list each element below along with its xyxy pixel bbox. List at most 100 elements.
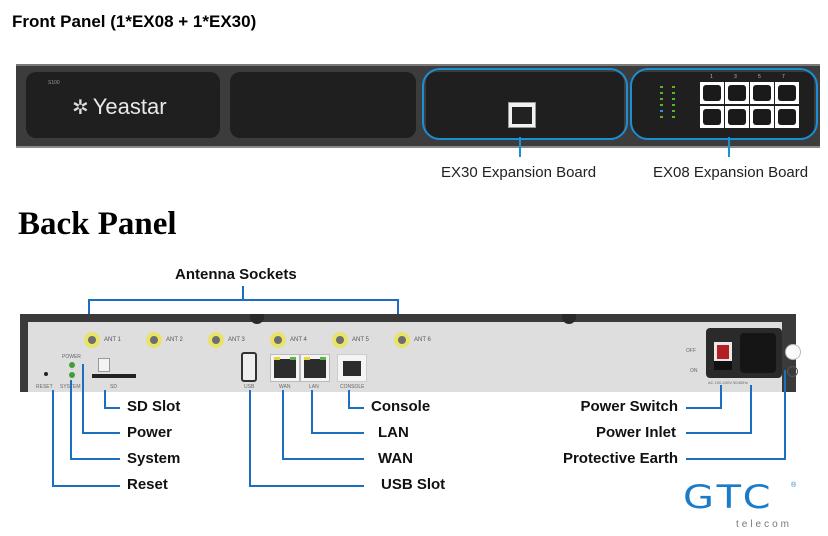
ex30-highlight — [422, 68, 628, 140]
power-silkscreen: POWER — [62, 354, 81, 360]
reset-callout-line — [52, 485, 120, 487]
registered-mark: ® — [791, 482, 797, 489]
antenna-stem-line — [242, 286, 244, 300]
power-led-label: Power — [127, 424, 173, 441]
front-bay-blank — [230, 72, 416, 138]
lan-callout-line — [311, 390, 313, 434]
port-number: 3 — [734, 74, 737, 80]
usb-callout-line — [249, 485, 364, 487]
power-switch-callout-line — [686, 407, 722, 409]
console-port[interactable] — [337, 354, 367, 382]
ex08-port — [725, 82, 749, 104]
ex08-port — [775, 106, 799, 128]
power-switch-callout-line — [720, 385, 722, 409]
sd-card-icon — [98, 358, 110, 372]
usb-port[interactable] — [241, 352, 257, 382]
sd-slot-label: SD Slot — [127, 398, 181, 415]
front-bay-ex08: 1 3 5 7 — [632, 72, 814, 138]
on-silkscreen: ON — [690, 368, 698, 374]
power-callout-line — [82, 364, 84, 434]
ex30-label: EX30 Expansion Board — [441, 164, 597, 181]
back-panel-title: Back Panel — [18, 206, 177, 242]
system-callout-line — [70, 458, 120, 460]
chassis-bump — [250, 314, 264, 324]
antenna-socket — [208, 332, 224, 348]
ex08-port — [700, 82, 724, 104]
usb-callout-line — [249, 390, 251, 486]
antenna-label: ANT 1 — [104, 337, 121, 343]
rating-silkscreen: AC 100-240V 50/60Hz — [708, 380, 749, 385]
ex30-ethernet-port — [508, 102, 536, 128]
wan-callout-line — [282, 390, 284, 460]
sd-slot[interactable] — [92, 374, 136, 378]
ex08-port — [725, 106, 749, 128]
usb-silkscreen: USB — [244, 384, 255, 390]
sd-callout-line — [104, 407, 120, 409]
power-callout-line — [82, 432, 120, 434]
reset-button[interactable] — [44, 372, 48, 376]
front-panel-title: Front Panel (1*EX08 + 1*EX30) — [12, 12, 257, 31]
lan-silkscreen: LAN — [309, 384, 319, 390]
power-inlet-callout-line — [750, 385, 752, 434]
console-callout-line — [348, 390, 350, 408]
reset-label: Reset — [127, 476, 168, 493]
power-module — [706, 328, 782, 378]
front-bay-main: S100 ✲ Yeastar — [26, 72, 220, 138]
console-label: Console — [371, 398, 431, 415]
power-led — [69, 362, 75, 368]
reset-silkscreen: RESET — [36, 384, 53, 390]
protective-earth-label: Protective Earth — [562, 450, 678, 467]
antenna-socket — [270, 332, 286, 348]
wan-label: WAN — [378, 450, 413, 467]
antenna-bracket-line — [88, 299, 399, 301]
off-silkscreen: OFF — [686, 348, 696, 354]
back-panel-chassis: ANT 1 ANT 2 ANT 3 ANT 4 ANT 5 ANT 6 POWE… — [20, 314, 801, 392]
back-panel-face: ANT 1 ANT 2 ANT 3 ANT 4 ANT 5 ANT 6 POWE… — [28, 314, 801, 392]
sd-callout-line — [104, 390, 106, 408]
earth-callout-line — [784, 370, 786, 460]
power-inlet-callout-line — [686, 432, 752, 434]
port-number: 7 — [782, 74, 785, 80]
power-inlet[interactable] — [740, 333, 776, 373]
ex08-port — [775, 82, 799, 104]
antenna-socket — [84, 332, 100, 348]
earth-screw — [785, 344, 801, 360]
lan-callout-line — [311, 432, 364, 434]
earth-callout-line — [686, 458, 786, 460]
system-callout-line — [70, 380, 72, 460]
power-switch-label: Power Switch — [580, 398, 678, 415]
gtc-logo-subtext: telecom — [736, 519, 793, 530]
port-number: 5 — [758, 74, 761, 80]
antenna-sockets-label: Antenna Sockets — [175, 266, 297, 283]
device-model: S100 — [48, 80, 60, 86]
antenna-label: ANT 2 — [166, 337, 183, 343]
ex30-callout-line — [519, 137, 521, 157]
ex08-port — [700, 106, 724, 128]
wan-callout-line — [282, 458, 364, 460]
system-led-label: System — [127, 450, 181, 467]
ex08-callout-line — [728, 137, 730, 157]
ex08-label: EX08 Expansion Board — [653, 164, 809, 181]
power-inlet-label: Power Inlet — [595, 424, 676, 441]
lan-port[interactable] — [300, 354, 330, 382]
gtc-logo-text: GTC — [683, 479, 775, 516]
antenna-label: ANT 3 — [228, 337, 245, 343]
console-callout-line — [348, 407, 364, 409]
front-panel-chassis: S100 ✲ Yeastar 1 3 5 7 — [16, 64, 820, 148]
ex08-port — [750, 106, 774, 128]
ex08-port — [750, 82, 774, 104]
wan-port[interactable] — [270, 354, 300, 382]
ex08-highlight — [630, 68, 818, 140]
antenna-label: ANT 4 — [290, 337, 307, 343]
antenna-label: ANT 5 — [352, 337, 369, 343]
port-number: 1 — [710, 74, 713, 80]
antenna-socket — [394, 332, 410, 348]
console-silkscreen: CONSOLE — [340, 384, 365, 390]
gtc-telecom-logo: GTC telecom ® — [683, 479, 796, 530]
wan-silkscreen: WAN — [279, 384, 291, 390]
yeastar-flower-icon: ✲ — [72, 96, 89, 119]
earth-symbol-icon — [787, 366, 798, 377]
power-switch[interactable] — [714, 342, 732, 370]
antenna-label: ANT 6 — [414, 337, 431, 343]
brand-name: Yeastar — [92, 94, 167, 119]
